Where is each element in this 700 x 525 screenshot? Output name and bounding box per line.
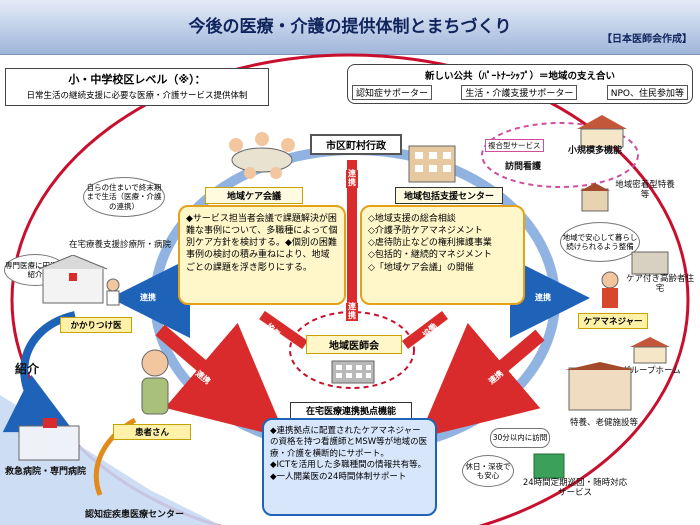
renkei-vertical-top: 連携: [346, 169, 358, 188]
support-center-item: ◇「地域ケア会議」の開催: [368, 262, 474, 273]
new-public-box: 新しい公共（ﾊﾟｰﾄﾅｰｼｯﾌﾟ）＝地域の支え合い 認知症サポーター 生活・介護…: [347, 64, 693, 104]
home-care-item: ◆連携拠点に配置されたケアマネジャーの資格を持つ看護師とMSW等が地域の医療・介…: [270, 426, 428, 459]
renkei-right-label: 連携: [535, 293, 551, 302]
renkei-left-label: 連携: [140, 293, 156, 302]
lower-right-red-arrow: [418, 322, 545, 439]
support-center-item: ◇地域支援の総合相談: [368, 214, 456, 224]
care-manager-label: ケアマネジャー: [578, 313, 648, 329]
home-care-base-box: ◆連携拠点に配置されたケアマネジャーの資格を持つ看護師とMSW等が地域の医療・介…: [262, 418, 437, 516]
new-public-item: 生活・介護支援サポーター: [461, 85, 578, 100]
care-housing-label: ケア付き高齢者住宅: [625, 274, 694, 295]
left-hospital-region: [0, 395, 220, 525]
care-housing-icon: [631, 251, 669, 275]
new-public-title: 新しい公共（ﾊﾟｰﾄﾅｰｼｯﾌﾟ）＝地域の支え合い: [424, 71, 615, 82]
combined-service-label: 複合型サービス: [485, 139, 544, 152]
community-meeting-box: ◆サービス担当者会議で課題解決が困難な事例について、多職種によって個別ケア方針を…: [178, 205, 346, 305]
building-icon: [331, 360, 375, 384]
combined-service-ring: [481, 122, 639, 188]
hospital-label: 救急病院・専門病院: [5, 467, 87, 477]
referral-arrow: [2, 311, 76, 433]
renkei-label: 連携: [348, 169, 356, 187]
support-center-box: ◇地域支援の総合相談 ◇介護予防ケアマネジメント ◇虐待防止などの権利擁護事業 …: [360, 205, 525, 305]
inner-left-red-arrow: [259, 310, 308, 350]
holiday-note-text: 休日・深夜でも安心: [465, 461, 511, 480]
home-care-base-header: 在宅医療連携拠点機能: [290, 402, 412, 419]
school-level-subtitle: 日常生活の継続支援に必要な医療・介護サービス提供体制: [26, 91, 248, 101]
patrol-building-icon: [533, 453, 565, 479]
medical-association-label: 地域医師会: [306, 335, 402, 354]
clinic-label: 在宅療養支援診療所・病院: [68, 240, 171, 250]
patient-icon: [141, 349, 169, 415]
support-center-item: ◇虐待防止などの権利擁護事業: [368, 238, 492, 249]
thirty-min-bubble: 30分以内に訪問: [490, 428, 550, 448]
community-meeting-header: 地域ケア会議: [205, 187, 303, 204]
referral-label: 紹介: [15, 362, 40, 376]
thirty-min-text: 30分以内に訪問: [492, 433, 548, 443]
clinic-illustration: [38, 255, 120, 306]
school-level-title: 小・中学校区レベル（※）：: [68, 73, 206, 86]
inner-right-red-arrow: [402, 311, 448, 349]
renkei-label: 連携: [348, 302, 356, 320]
patient-label: 患者さん: [113, 424, 191, 440]
dementia-center-label: 認知症疾患医療センター: [85, 510, 185, 520]
home-note-bubble: 自らの住まいで終末期まで生活（医療・介護の連携）: [83, 177, 165, 217]
home-nursing-label: 訪問看護: [505, 162, 542, 172]
family-doctor-label: かかりつけ医: [60, 317, 132, 333]
page-title: 今後の医療・介護の提供体制とまちづくり: [188, 17, 512, 37]
care-manager-icon: [601, 271, 619, 308]
community-meeting-text: ◆サービス担当者会議で課題解決が困難な事例について、多職種によって個別ケア方針を…: [186, 214, 338, 273]
small-multi-label: 小規模多機能: [568, 146, 623, 156]
support-center-header: 地域包括支援センター: [395, 187, 503, 204]
source-label: 【日本医師会作成】: [602, 34, 692, 45]
support-center-item: ◇包括的・継続的マネジメント: [368, 250, 492, 261]
live-safely-bubble: 地域で安心して暮らし続けられるよう整備: [560, 222, 640, 262]
city-admin-label: 市区町村行政: [310, 134, 402, 155]
support-center-building-icon: [408, 145, 456, 183]
home-note-text: 自らの住まいで終末期まで生活（医療・介護の連携）: [86, 182, 162, 211]
renkei-vertical-bottom: 連携: [346, 302, 358, 321]
school-level-box: 小・中学校区レベル（※）： 日常生活の継続支援に必要な医療・介護サービス提供体制: [5, 68, 269, 106]
group-home-icon: [630, 337, 670, 364]
community-facility-label: 地域密着型特養等: [615, 180, 675, 201]
home-care-item: ◆ICTを活用した多職種間の情報共有等。: [270, 460, 427, 471]
patrol-label: 24時間定期巡回・随時対応サービス: [522, 478, 628, 499]
new-public-item: 認知症サポーター: [352, 85, 433, 100]
nursing-facilities-label: 特養、老健施設等: [570, 418, 639, 428]
lower-left-red-arrow: [155, 322, 287, 439]
specialist-note-text: 専門医療に円滑に紹介: [5, 260, 65, 279]
home-care-item: ◆一人開業医の24時間体制サポート: [270, 471, 407, 482]
facility-icon: [580, 183, 610, 212]
small-multi-house-icon: [577, 115, 627, 148]
nursing-facility-icon: [565, 362, 635, 411]
support-center-item: ◇介護予防ケアマネジメント: [368, 226, 483, 237]
group-home-label: グループホーム: [622, 366, 681, 376]
holiday-note-bubble: 休日・深夜でも安心: [462, 455, 514, 487]
outer-ring: [10, 53, 690, 525]
live-safely-text: 地域で安心して暮らし続けられるよう整備: [562, 232, 638, 251]
meeting-illustration: [229, 132, 295, 179]
hospital-icon: [18, 418, 80, 461]
new-public-item: NPO、住民参加等: [606, 85, 688, 100]
